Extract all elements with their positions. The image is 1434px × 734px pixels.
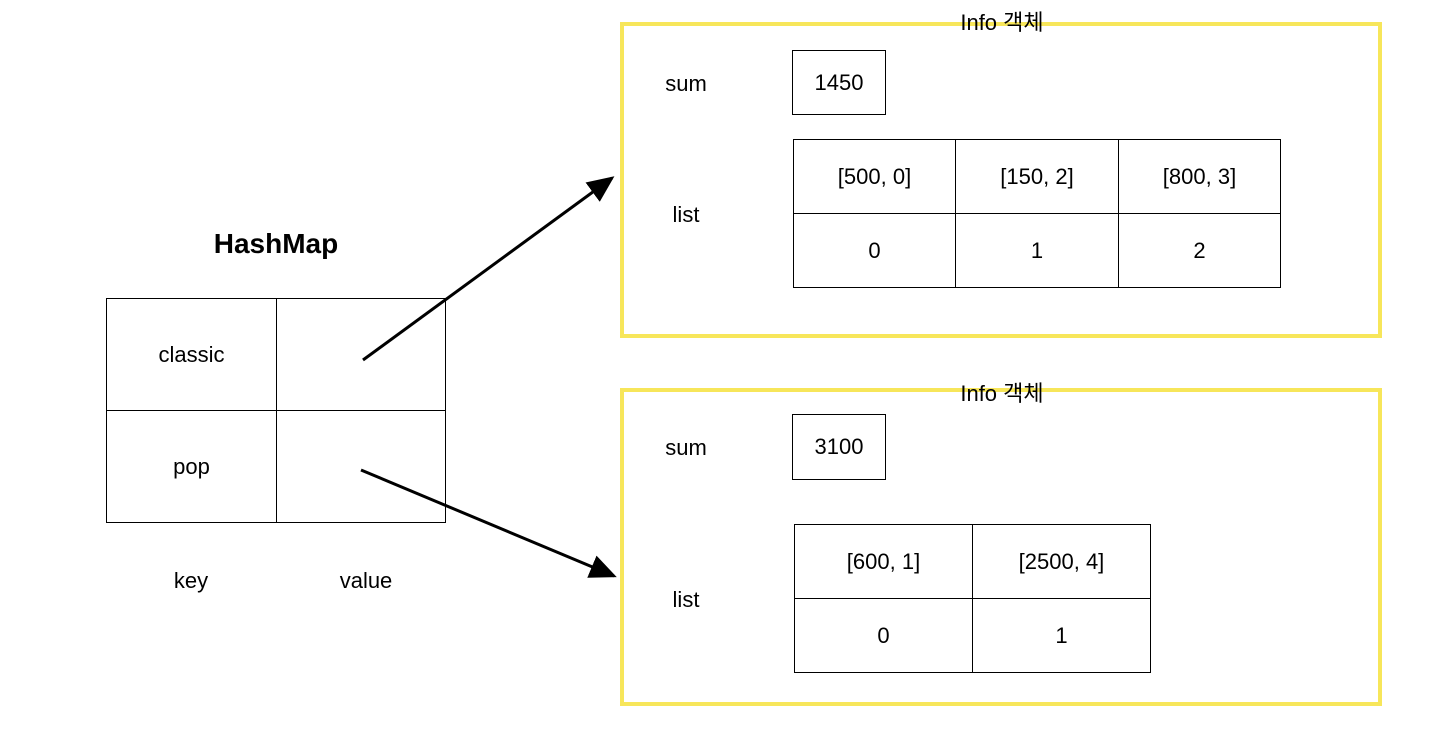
sum-label: sum (665, 71, 707, 96)
info-object-box (620, 388, 1382, 706)
list-item-cell: [2500, 4] (973, 525, 1151, 599)
info-object-title: Info 객체 (960, 10, 1044, 35)
list-index-cell: 2 (1119, 214, 1281, 288)
list-item-cell: [600, 1] (795, 525, 973, 599)
list-table: [500, 0] [150, 2] [800, 3] 0 1 2 (793, 139, 1281, 288)
list-label: list (672, 587, 700, 612)
info-object-box (620, 22, 1382, 338)
hashmap-value-cell (277, 411, 446, 522)
hashmap-table: classic pop (106, 298, 446, 523)
hashmap-title: HashMap (213, 228, 339, 259)
info-object-title: Info 객체 (960, 381, 1044, 406)
key-column-label: key (173, 568, 209, 593)
list-item-cell: [800, 3] (1119, 140, 1281, 214)
list-index-cell: 1 (956, 214, 1119, 288)
sum-label: sum (665, 435, 707, 460)
sum-value-box: 1450 (792, 50, 886, 115)
list-label: list (672, 202, 700, 227)
list-table: [600, 1] [2500, 4] 0 1 (794, 524, 1151, 673)
hashmap-value-cell (277, 299, 446, 411)
list-index-cell: 0 (795, 599, 973, 673)
hashmap-key-cell: classic (107, 299, 277, 411)
hashmap-key-cell: pop (107, 411, 277, 522)
list-item-cell: [500, 0] (794, 140, 956, 214)
list-item-cell: [150, 2] (956, 140, 1119, 214)
list-index-cell: 1 (973, 599, 1151, 673)
value-column-label: value (339, 568, 393, 593)
sum-value-box: 3100 (792, 414, 886, 480)
list-index-cell: 0 (794, 214, 956, 288)
